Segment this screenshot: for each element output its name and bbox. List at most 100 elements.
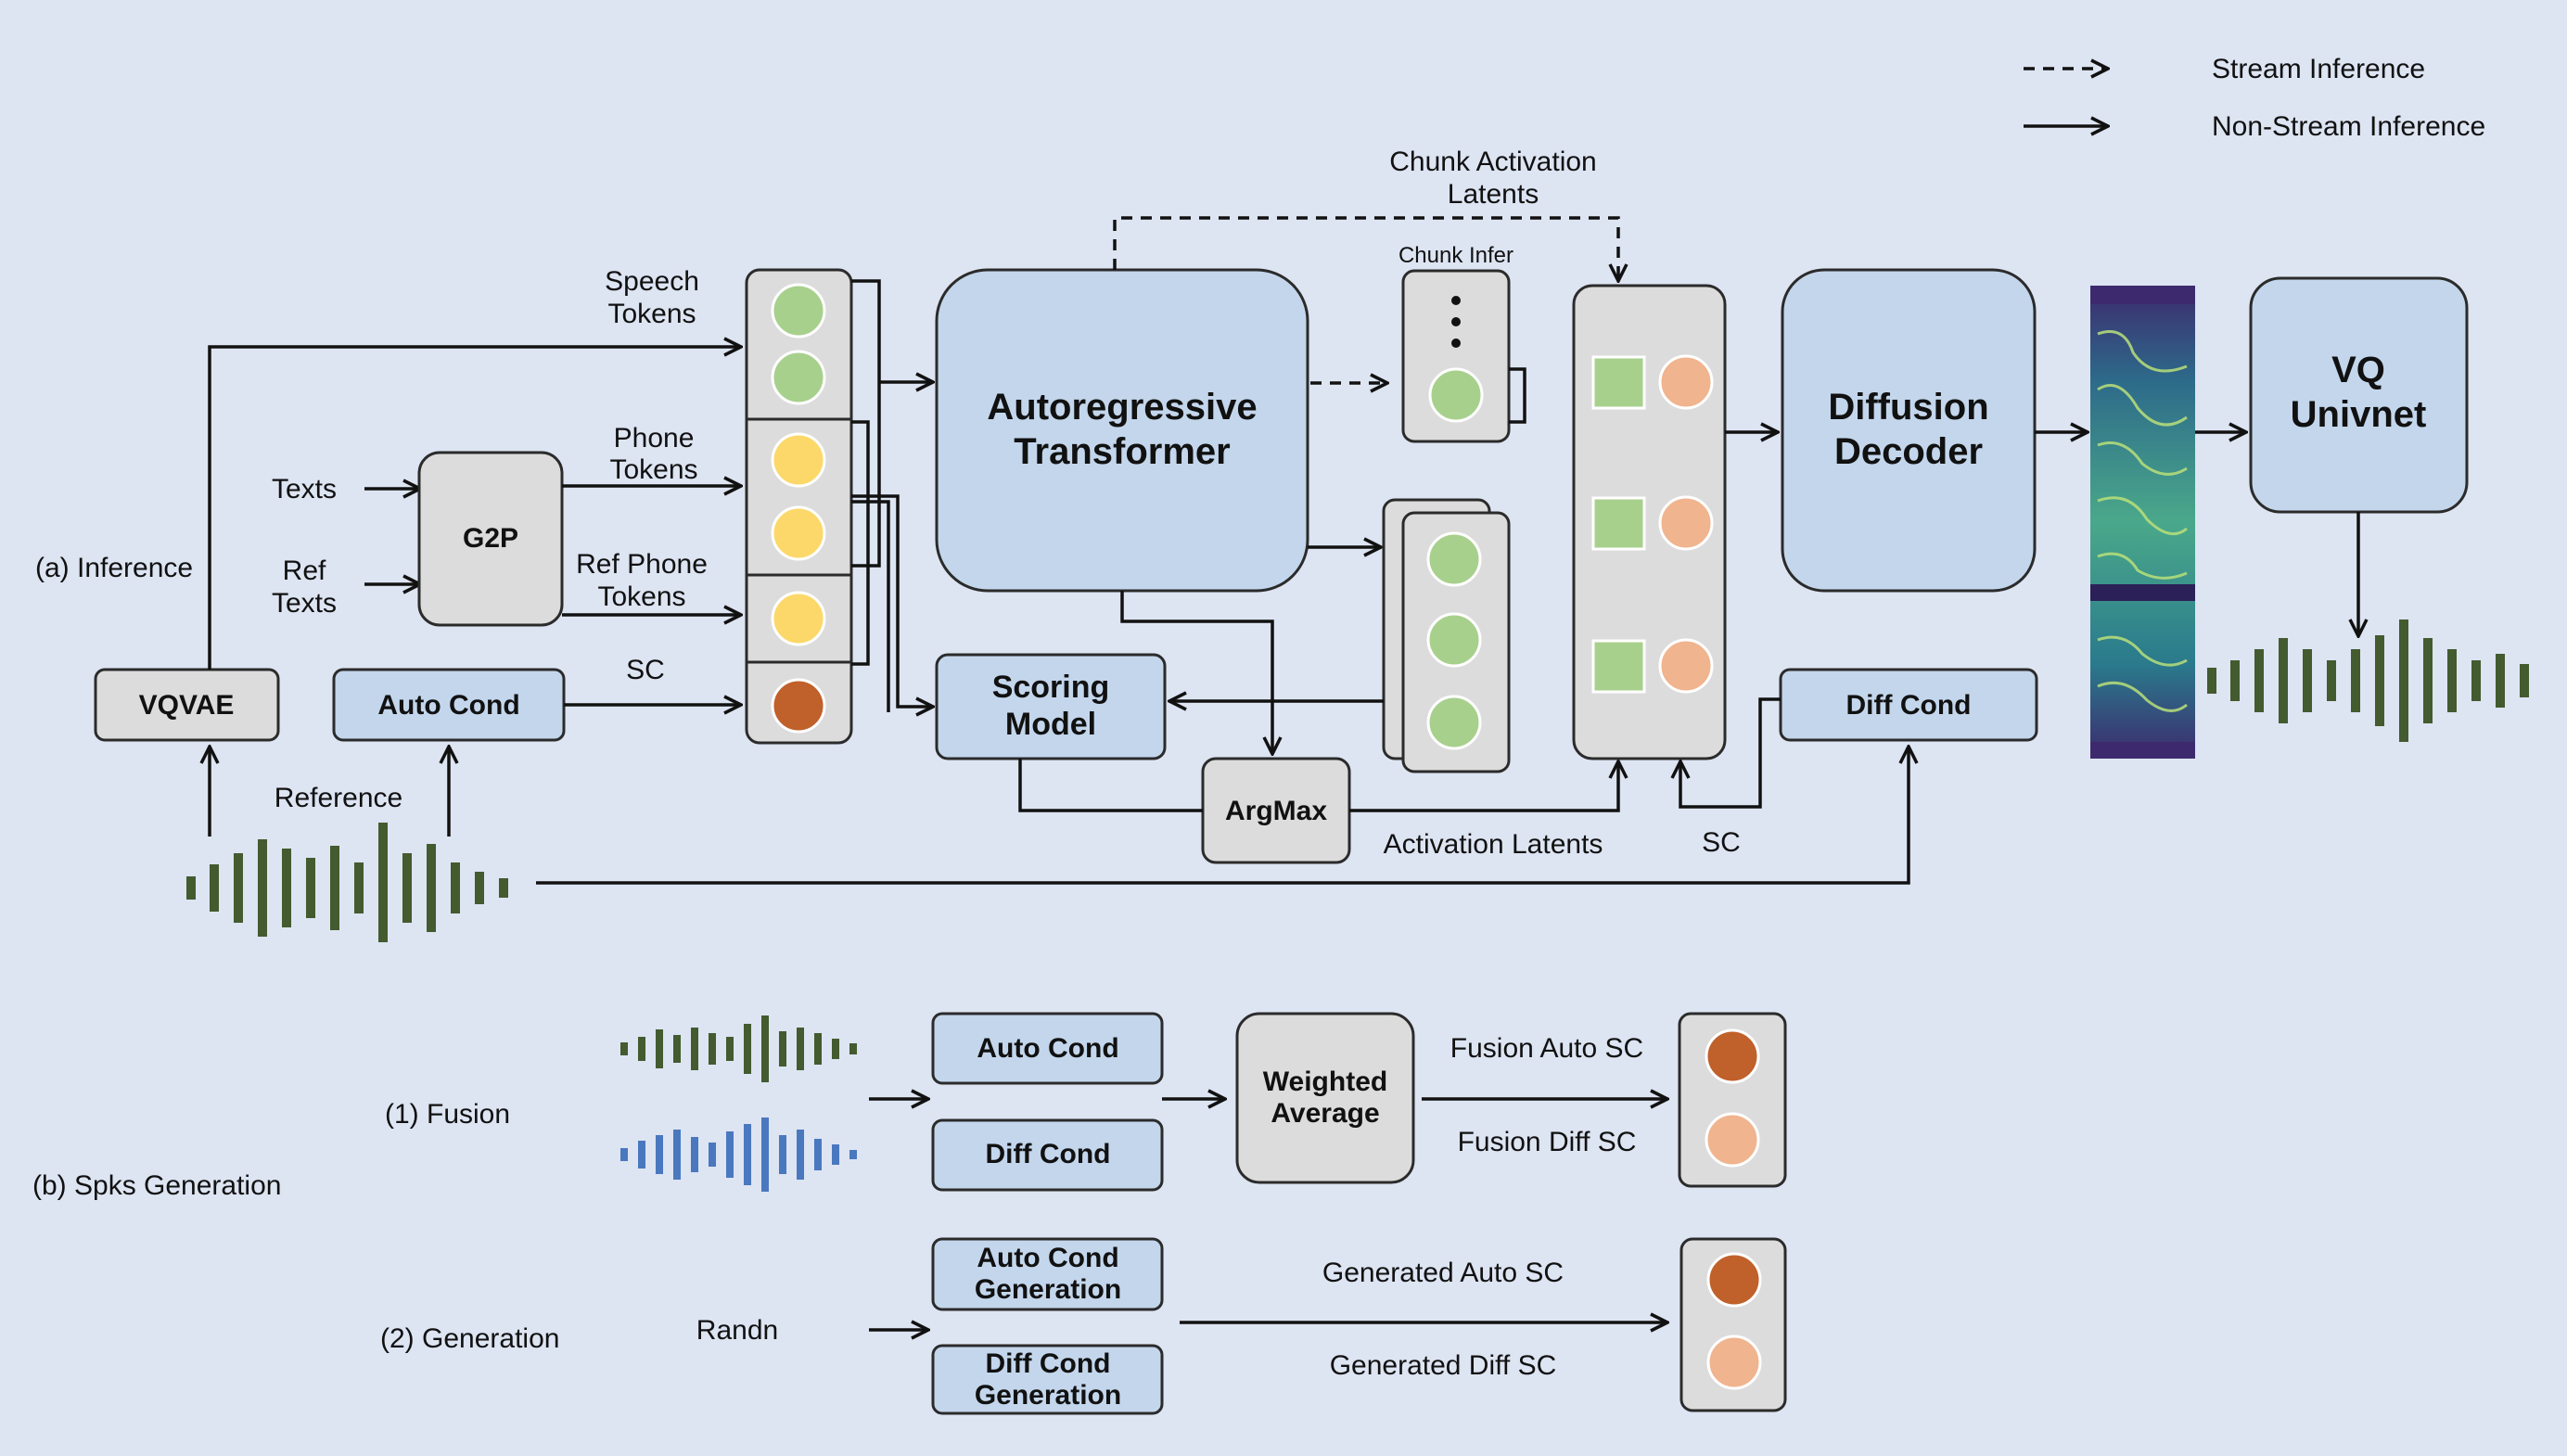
diffusion-decoder-box <box>1781 268 2037 593</box>
ref-to-diffcond-line <box>536 747 1909 885</box>
chunk-infer-label: Chunk Infer <box>1398 243 1513 268</box>
legend-non-stream-label: Non-Stream Inference <box>2212 111 2485 142</box>
auto-cond-label: Auto Cond <box>377 690 519 721</box>
sc-latent <box>1658 495 1714 551</box>
vqvae-box <box>94 668 280 742</box>
argmax-to-activation-arrow <box>1349 762 1618 812</box>
phone-tokens-label-1: Phone <box>614 423 695 453</box>
g2p-label: G2P <box>463 523 518 554</box>
vq-univnet-label-2: Univnet <box>2291 394 2427 435</box>
argmax-label: ArgMax <box>1225 796 1327 826</box>
texts-label: Texts <box>272 474 337 504</box>
vq-univnet-label-1: VQ <box>2331 350 2385 390</box>
weighted-average-label-2: Average <box>1271 1098 1379 1129</box>
chunk-activation-label-2: Latents <box>1448 179 1539 210</box>
ar-transformer-box <box>935 268 1309 593</box>
generated-speech-token <box>1426 612 1482 668</box>
phone-token <box>771 505 826 561</box>
sc-token <box>771 678 826 734</box>
generated-auto-sc-label: Generated Auto SC <box>1322 1258 1564 1288</box>
activation-latent <box>1591 639 1646 694</box>
generated-diff-sc-token <box>1706 1335 1762 1390</box>
chunk-dot <box>1451 296 1461 305</box>
spks-section-label: (b) Spks Generation <box>32 1170 281 1201</box>
sc2-label: SC <box>1702 827 1741 858</box>
auto-cond-generation-label-1: Auto Cond <box>977 1243 1118 1273</box>
fusion-auto-sc-token <box>1705 1028 1760 1084</box>
diff-cond-generation-box <box>931 1344 1164 1415</box>
legend: Stream Inference Non-Stream Inference <box>2024 54 2485 142</box>
sc-latent <box>1658 354 1714 410</box>
sc-label: SC <box>626 655 665 685</box>
ref-phone-token <box>771 591 826 646</box>
diff-cond-generation-label-2: Generation <box>975 1380 1121 1411</box>
fusion-auto-sc-label: Fusion Auto SC <box>1450 1033 1643 1064</box>
diff-cond-generation-label-1: Diff Cond <box>986 1348 1111 1379</box>
activation-latents-label: Activation Latents <box>1384 829 1603 860</box>
ar-to-argmax-arrow <box>1120 591 1272 753</box>
speech-token <box>771 283 826 338</box>
auto-cond-generation-box <box>931 1237 1164 1311</box>
diffcond-to-latents-arrow <box>1680 697 1781 809</box>
vqvae-to-speech-tokens-line <box>208 347 740 670</box>
fusion-diff-sc-token <box>1705 1112 1760 1168</box>
fusion-waveform-green <box>620 1015 857 1082</box>
diff-cond-label: Diff Cond <box>1846 690 1972 721</box>
speech-token <box>771 350 826 405</box>
phone-tokens-label-2: Tokens <box>609 454 697 485</box>
activation-latent <box>1591 496 1646 551</box>
chunk-loop <box>1509 367 1526 424</box>
fusion-auto-cond-box <box>931 1012 1164 1085</box>
scoring-to-argmax-line <box>1018 759 1203 812</box>
diff-cond-box <box>1779 668 2038 742</box>
auto-cond-generation-label-2: Generation <box>975 1274 1121 1305</box>
fusion-diff-cond-box <box>931 1118 1164 1192</box>
randn-label: Randn <box>696 1315 778 1346</box>
chunk-dot <box>1451 317 1461 326</box>
generated-speech-token <box>1426 695 1482 750</box>
vqvae-label: VQVAE <box>139 690 235 721</box>
weighted-average-label-1: Weighted <box>1263 1066 1387 1097</box>
fusion-diff-cond-label: Diff Cond <box>986 1139 1111 1169</box>
speech-tokens-label-1: Speech <box>605 266 699 297</box>
sc-latent <box>1658 638 1714 694</box>
ref-texts-label-2: Texts <box>272 588 337 619</box>
activation-latent <box>1591 355 1646 410</box>
reference-label: Reference <box>275 783 402 813</box>
speech-tokens-label-2: Tokens <box>607 299 696 329</box>
chunk-activation-label-1: Chunk Activation <box>1389 147 1596 177</box>
ref-texts-label-1: Ref <box>283 556 326 586</box>
ref-phone-tokens-label-1: Ref Phone <box>576 549 708 580</box>
tokens-bracket-2 <box>851 420 870 666</box>
g2p-box <box>417 451 564 627</box>
generation-label: (2) Generation <box>380 1323 559 1354</box>
generated-speech-token <box>1426 531 1482 587</box>
reference-waveform <box>186 823 508 942</box>
weighted-average-box <box>1235 1012 1415 1184</box>
tokens-to-scoring-arrow <box>851 494 932 707</box>
chunk-dot <box>1451 338 1461 348</box>
fusion-diff-sc-label: Fusion Diff SC <box>1458 1127 1637 1157</box>
mel-spectrogram <box>2090 286 2195 759</box>
fusion-label: (1) Fusion <box>385 1099 510 1130</box>
tokens-to-scoring-line-2 <box>851 500 890 712</box>
ar-transformer-label-1: Autoregressive <box>987 387 1257 428</box>
diffusion-decoder-label-1: Diffusion <box>1828 387 1988 428</box>
chunk-activation-dashed-line <box>1113 216 1618 280</box>
generated-diff-sc-label: Generated Diff SC <box>1330 1350 1557 1381</box>
output-waveform <box>2207 619 2529 742</box>
chunk-speech-token <box>1428 367 1484 423</box>
ref-phone-tokens-label-2: Tokens <box>597 581 685 612</box>
fusion-auto-cond-label: Auto Cond <box>977 1033 1118 1064</box>
scoring-model-label-2: Model <box>1005 707 1096 742</box>
inference-section-label: (a) Inference <box>35 553 193 583</box>
tokens-bracket <box>851 279 881 568</box>
phone-token <box>771 432 826 488</box>
fusion-waveform-blue <box>620 1118 857 1192</box>
diffusion-decoder-label-2: Decoder <box>1834 431 1983 472</box>
scoring-model-box <box>935 653 1167 760</box>
token-column <box>745 268 853 745</box>
legend-stream-label: Stream Inference <box>2212 54 2425 84</box>
ar-transformer-label-2: Transformer <box>1014 431 1230 472</box>
